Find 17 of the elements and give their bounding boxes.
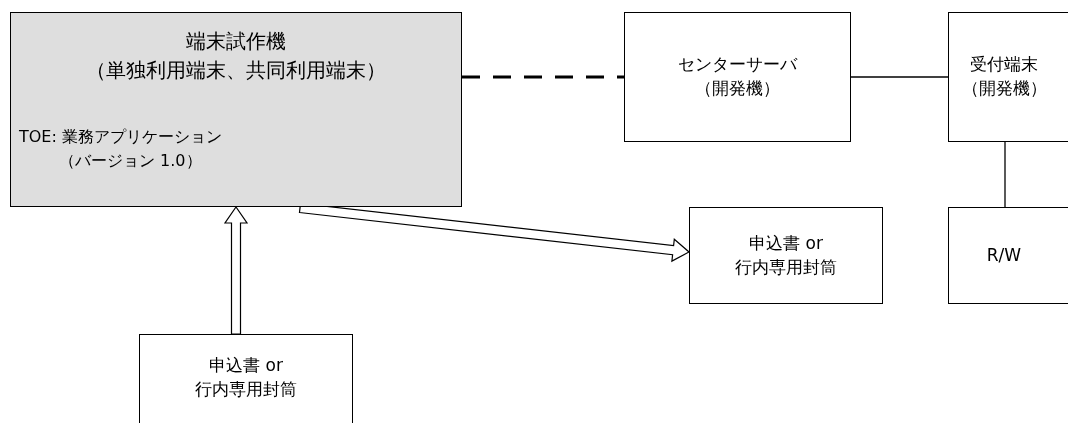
block-arrow <box>223 205 249 335</box>
box-label: 申込書 or 行内専用封筒 <box>734 231 838 279</box>
document-box <box>689 207 883 304</box>
terminal-box <box>948 12 1068 142</box>
connector-line <box>1004 141 1006 208</box>
box-text: TOE: 業務アプリケーション（バージョン 1.0） <box>19 126 222 172</box>
connector-line <box>850 76 949 78</box>
reader-box <box>948 207 1068 304</box>
box-label: センターサーバ（開発機） <box>678 53 797 100</box>
box-label: 申込書 or 行内専用封筒 <box>194 353 298 401</box>
terminal-box <box>10 12 462 207</box>
box-label: R/W <box>986 243 1022 267</box>
dashed-line <box>462 75 624 79</box>
box-title: 端末試作機（単独利用端末、共同利用端末） <box>86 28 386 84</box>
server-box <box>624 12 851 142</box>
document-box <box>139 334 353 423</box>
box-label: 受付端末（開発機） <box>961 53 1047 100</box>
